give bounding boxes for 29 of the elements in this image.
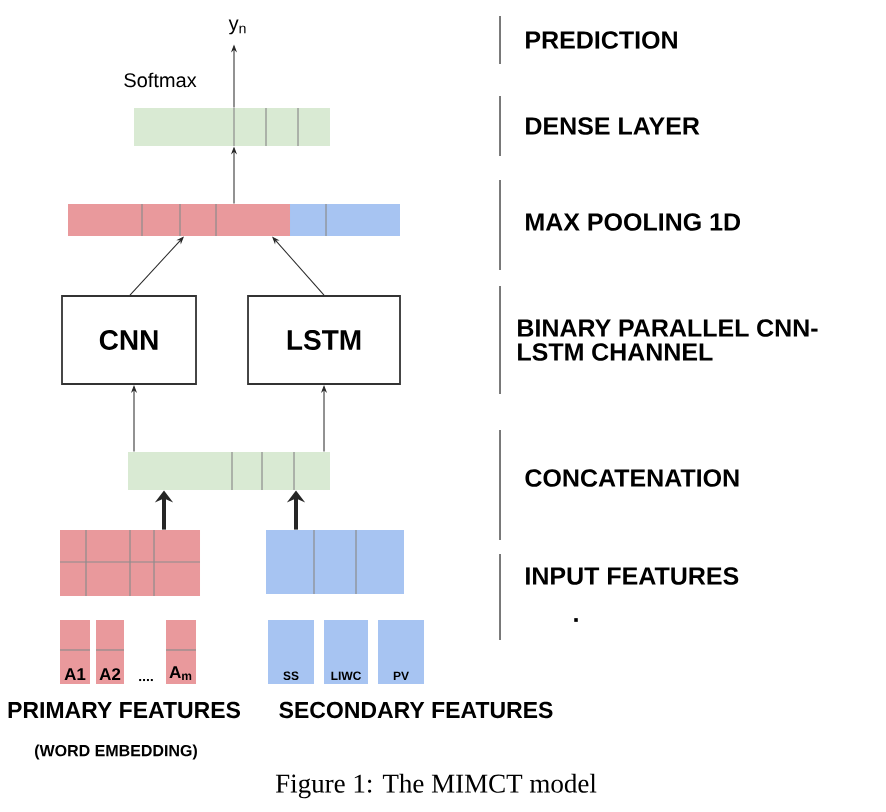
dot: . — [574, 618, 578, 622]
output-symbol: y$_{n}$ — [228, 19, 246, 35]
group-label: (WORD EMBEDDING) — [35, 744, 197, 760]
layer-label: DENSE LAYER — [526, 117, 700, 135]
embedding-block — [59, 529, 201, 597]
arrow — [231, 147, 237, 205]
layer-label: INPUT FEATURES — [526, 567, 739, 585]
caption: Figure 1: The MIMCT model — [275, 773, 597, 799]
feature-box: A$_{m}$ — [165, 620, 197, 684]
layer-label: CONCATENATION — [525, 469, 739, 487]
function-label: Softmax — [124, 72, 197, 88]
arrow — [129, 236, 184, 296]
layer-box: LSTM — [247, 295, 401, 385]
feature-block — [266, 529, 404, 595]
arrow — [321, 385, 327, 453]
layer-label: BINARY PARALLEL CNN-LSTM CHANNEL — [518, 319, 818, 361]
arrow — [231, 45, 237, 109]
feature-box: A2 — [95, 620, 125, 684]
layer-label: MAX POOLING 1D — [526, 213, 741, 231]
feature-box: A1 — [59, 620, 91, 684]
pooling-layer-bar — [68, 203, 400, 237]
group-label: PRIMARY FEATURES — [8, 701, 240, 719]
layer-label: PREDICTION — [526, 31, 677, 49]
dense-layer-bar — [134, 107, 330, 147]
arrow — [272, 236, 325, 296]
group-label: SECONDARY FEATURES — [279, 701, 553, 719]
concatenation-bar — [128, 451, 330, 491]
arrow — [131, 385, 137, 453]
layer-box: CNN — [61, 295, 197, 385]
